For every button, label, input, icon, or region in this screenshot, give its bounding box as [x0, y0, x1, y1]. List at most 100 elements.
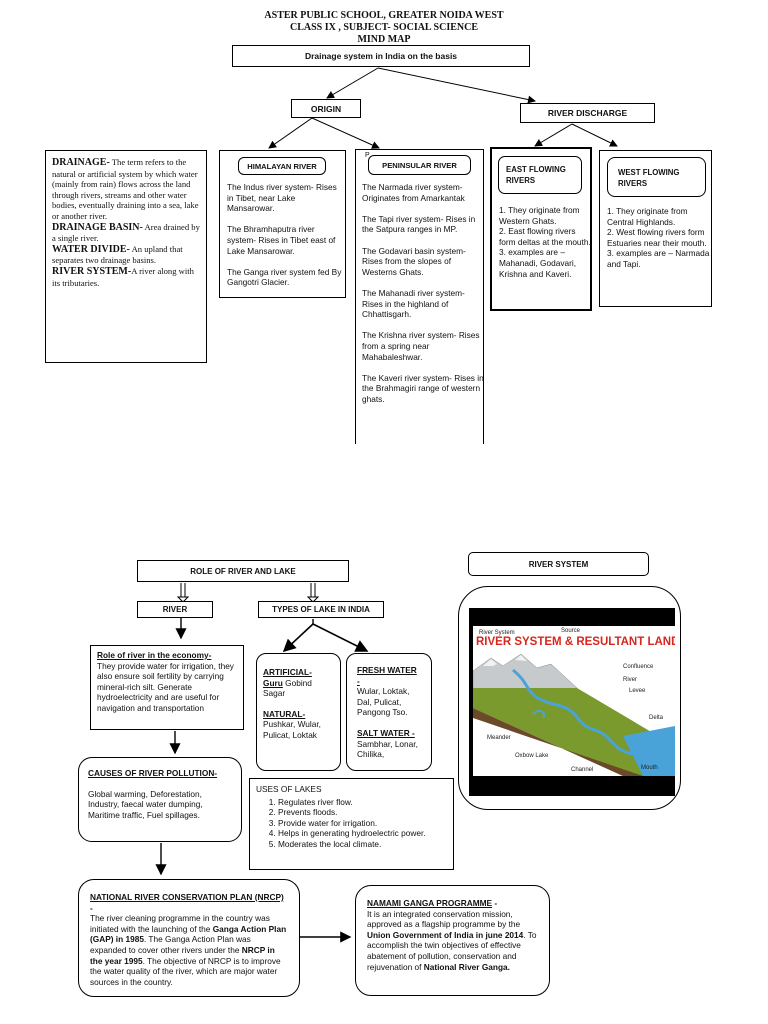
river-discharge-box: RIVER DISCHARGE — [520, 103, 655, 123]
use-item: Moderates the local climate. — [278, 839, 447, 850]
narmada-item: The Narmada river system- Originates fro… — [362, 182, 465, 203]
salt-water-lakes: Sambhar, Lonar, Chilika, — [357, 738, 418, 760]
ganga-item: The Ganga river system fed By Gangotri G… — [227, 266, 342, 288]
label-levee: Levee — [629, 688, 646, 694]
namami-text-2: . To accomplish the twin objectives of e… — [367, 929, 537, 972]
oxbow-lake-shape — [532, 710, 545, 719]
fresh-water-heading: FRESH WATER - — [357, 665, 417, 686]
nrcp-text-2: . The Ganga Action Plan was expanded to … — [90, 934, 251, 955]
river-system-image: RIVER SYSTEM & RESULTANT LANDFO River Sy… — [469, 608, 675, 796]
use-item: Helps in generating hydroelectric power. — [278, 828, 447, 839]
brahmaputra-item: The Bhramhaputra river system- Rises in … — [227, 224, 336, 256]
namami-ganga: National River Ganga. — [423, 961, 510, 972]
artificial-natural-lakes-box: ARTIFICIAL- Guru Gobind Sagar NATURAL- P… — [256, 653, 341, 771]
label-river: River — [623, 677, 637, 683]
definitions-box: DRAINAGE- The term refers to the natural… — [45, 150, 207, 363]
mahanadi-item: The Mahanadi river system- Rises in the … — [362, 287, 465, 320]
mind-map-title: MIND MAP — [357, 34, 411, 45]
uses-of-lakes-box: USES OF LAKES Regulates river flow. Prev… — [249, 778, 454, 870]
use-item: Regulates river flow. — [278, 797, 447, 808]
nrcp-heading: NATIONAL RIVER CONSERVATION PLAN (NRCP) — [90, 892, 284, 902]
use-item: Prevents floods. — [278, 807, 447, 818]
label-channel: Channel — [571, 767, 593, 773]
east-item-3: 3. examples are – Mahanadi, Godavari, Kr… — [499, 247, 577, 279]
role-of-river-and-lake: ROLE OF RIVER AND LAKE — [137, 560, 349, 582]
uses-of-lakes-list: Regulates river flow. Prevents floods. P… — [256, 797, 447, 850]
himalayan-river-title: HIMALAYAN RIVER — [238, 157, 326, 175]
river-box: RIVER — [137, 601, 213, 618]
west-flowing-list: 1. They originate from Central Highlands… — [607, 206, 711, 270]
pollution-causes: Global warming, Deforestation, Industry,… — [88, 788, 203, 820]
east-item-1: 1. They originate from Western Ghats. — [499, 205, 580, 226]
east-flowing-panel: EAST FLOWING RIVERS 1. They originate fr… — [490, 147, 592, 311]
definition-water-divide: WATER DIVIDE- An upland that separates t… — [52, 243, 183, 266]
drainage-system-title: Drainage system in India on the basis — [232, 45, 530, 67]
namami-text-1: It is an integrated conservation mission… — [367, 908, 521, 930]
east-flowing-title: EAST FLOWING RIVERS — [498, 156, 582, 194]
uses-of-lakes-heading: USES OF LAKES — [256, 784, 322, 794]
role-in-economy-text: They provide water for irrigation, they … — [97, 660, 234, 713]
nrcp-gap: Ganga Action Plan (GAP) in 1985 — [90, 923, 287, 945]
krishna-item: The Krishna river system- Rises from a s… — [362, 330, 480, 362]
peninsular-river-title: PENINSULAR RIVER — [368, 155, 471, 175]
river-system-frame: RIVER SYSTEM & RESULTANT LANDFO River Sy… — [458, 586, 681, 810]
river-course — [512, 668, 634, 756]
west-flowing-title: WEST FLOWING RIVERS — [607, 157, 706, 197]
namami-heading: NAMAMI GANGA PROGRAMME — [367, 898, 493, 908]
godavari-item: The Godavari basin system- Rises from th… — [362, 245, 466, 277]
namami-dash: - — [492, 898, 498, 908]
nrcp-box: NATIONAL RIVER CONSERVATION PLAN (NRCP) … — [78, 879, 300, 997]
tapi-item: The Tapi river system- Rises in the Satp… — [362, 213, 476, 235]
image-title: RIVER SYSTEM & RESULTANT LANDFO — [476, 636, 675, 648]
natural-lakes: Pushkar, Wular, Pulicat, Loktak — [263, 719, 321, 740]
role-in-economy-box: Role of river in the economy- They provi… — [90, 645, 244, 730]
river-system-title: RIVER SYSTEM — [468, 552, 649, 576]
west-item-2: 2. West flowing rivers form Estuaries ne… — [607, 227, 707, 248]
indus-item: The Indus river system- Rises in Tibet, … — [227, 182, 337, 214]
landform-drawing: RIVER SYSTEM & RESULTANT LANDFO River Sy… — [473, 628, 675, 776]
label-oxbow-lake: Oxbow Lake — [515, 753, 549, 759]
peninsular-river-panel: P PENINSULAR RIVER The Narmada river sys… — [355, 149, 484, 444]
class-subject: CLASS IX , SUBJECT- SOCIAL SCIENCE — [289, 22, 479, 33]
label-mouth: Mouth — [641, 765, 658, 771]
himalayan-river-panel: HIMALAYAN RIVER The Indus river system- … — [219, 150, 346, 298]
types-of-lake-box: TYPES OF LAKE IN INDIA — [258, 601, 384, 618]
river-pollution-box: CAUSES OF RIVER POLLUTION- Global warmin… — [78, 757, 242, 842]
west-item-1: 1. They originate from Central Highlands… — [607, 206, 688, 227]
nrcp-year: NRCP in the year 1995 — [90, 944, 275, 966]
pollution-heading: CAUSES OF RIVER POLLUTION- — [88, 768, 218, 778]
definition-river-system: RIVER SYSTEM-A river along with its trib… — [52, 265, 194, 288]
himalayan-river-list: The Indus river system- Rises in Tibet, … — [227, 182, 343, 299]
origin-box: ORIGIN — [291, 99, 361, 118]
nrcp-text-3: . The objective of NRCP is to improve th… — [90, 955, 281, 987]
fresh-water-lakes: Wular, Loktak, Dal, Pulicat, Pangong Tso… — [357, 686, 410, 718]
stray-letter: P — [365, 152, 370, 159]
fresh-salt-lakes-box: FRESH WATER - Wular, Loktak, Dal, Pulica… — [346, 653, 432, 771]
kaveri-item: The Kaveri river system- Rises in the Br… — [362, 372, 484, 404]
west-flowing-panel: WEST FLOWING RIVERS 1. They originate fr… — [599, 150, 712, 307]
label-river-system: River System — [479, 630, 515, 636]
namami-ganga-box: NAMAMI GANGA PROGRAMME - It is an integr… — [355, 885, 550, 996]
natural-heading: NATURAL- — [263, 708, 306, 719]
nrcp-text-1: The river cleaning programme in the coun… — [90, 913, 270, 934]
sea — [623, 726, 675, 776]
label-source: Source — [561, 628, 581, 634]
artificial-lakes: Gobind Sagar — [263, 677, 312, 699]
landform-illustration: RIVER SYSTEM & RESULTANT LANDFO River Sy… — [473, 626, 675, 776]
snow-caps — [483, 655, 527, 666]
definition-drainage: DRAINAGE- The term refers to the natural… — [52, 157, 199, 221]
land-surface — [473, 688, 675, 776]
artificial-heading: ARTIFICIAL- — [263, 667, 312, 677]
nrcp-dash: - — [90, 902, 93, 913]
role-in-economy-heading: Role of river in the economy- — [97, 650, 212, 660]
west-item-3: 3. examples are – Narmada and Tapi. — [607, 248, 710, 269]
salt-water-heading: SALT WATER - — [357, 727, 415, 738]
definition-drainage-basin: DRAINAGE BASIN- Area drained by a single… — [52, 221, 200, 244]
school-name: ASTER PUBLIC SCHOOL, GREATER NOIDA WEST — [264, 10, 504, 21]
artificial-heading-cont: Guru — [263, 677, 283, 688]
label-meander: Meander — [487, 735, 511, 741]
peninsular-river-list: The Narmada river system- Originates fro… — [362, 182, 484, 415]
label-confluence: Confluence — [623, 664, 654, 670]
use-item: Provide water for irrigation. — [278, 818, 447, 829]
east-flowing-list: 1. They originate from Western Ghats. 2.… — [499, 205, 591, 279]
